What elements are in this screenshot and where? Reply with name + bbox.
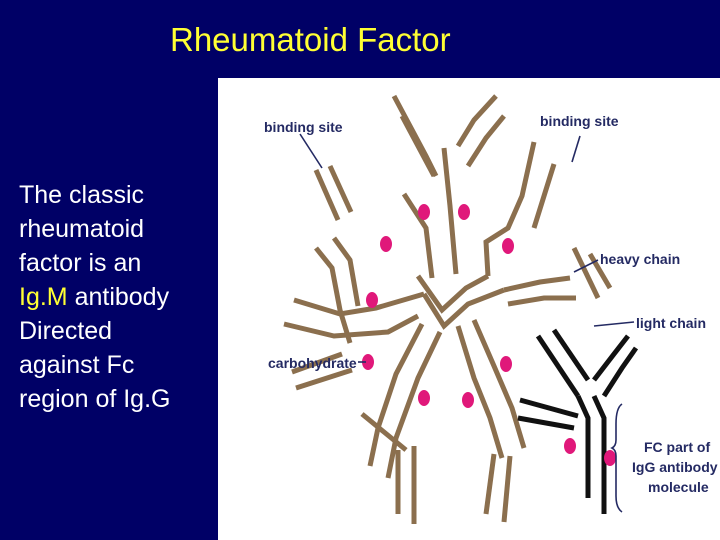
slide-title: Rheumatoid Factor	[170, 21, 451, 58]
carbohydrate-dot	[604, 450, 616, 466]
carbohydrate-dot	[500, 356, 512, 372]
binding-site-right-label: binding site	[540, 113, 619, 129]
igm-heavy-chain	[415, 273, 490, 314]
igm-heavy-chain	[455, 325, 505, 459]
igm-heavy-chain	[471, 319, 527, 449]
carbohydrate-dot	[458, 204, 470, 220]
igm-heavy-chain	[441, 147, 459, 275]
light-chain-label: light chain	[636, 315, 706, 331]
body-text-line: Ig.M antibody	[19, 280, 209, 314]
body-text-line: The classic	[19, 181, 145, 209]
igm-pentamer	[283, 94, 613, 524]
igg-heavy-chain	[601, 346, 639, 398]
carbohydrate-dot	[418, 390, 430, 406]
heavy-chain-label: heavy chain	[600, 251, 680, 267]
igm-light-chain	[313, 168, 341, 222]
carbohydrate-dot	[366, 292, 378, 308]
carbohydrate-dot	[362, 354, 374, 370]
carbohydrate-dot	[502, 238, 514, 254]
carbohydrate-dot	[418, 204, 430, 220]
igm-heavy-chain	[283, 313, 420, 339]
body-text-line: against Fc	[19, 351, 135, 379]
body-text-line: rheumatoid	[19, 215, 145, 243]
igg-heavy-chain	[575, 394, 591, 498]
igg-molecule	[517, 328, 639, 514]
igm-heavy-chain	[331, 236, 361, 307]
heavy-chain-pointer	[573, 259, 599, 273]
body-text-line: region of Ig.G	[19, 385, 171, 413]
igm-light-chain	[465, 114, 506, 168]
binding-site-left-label: binding site	[264, 119, 343, 135]
igm-heavy-chain	[455, 94, 498, 148]
fc-part-bracket	[610, 403, 623, 513]
carbohydrate-dot	[380, 236, 392, 252]
igg-heavy-chain	[592, 334, 630, 382]
igm-heavy-chain	[385, 330, 443, 479]
igg-light-chain	[517, 415, 575, 431]
igm-light-chain	[360, 412, 408, 452]
igg-heavy-chain	[591, 394, 607, 514]
fc-part-label-line1: FC part of	[644, 439, 710, 455]
fc-part-label-line2: IgG antibody	[632, 459, 718, 475]
igm-light-chain	[587, 252, 613, 290]
igg-heavy-chain	[535, 334, 581, 398]
carbohydrate-dot	[564, 438, 576, 454]
igm-light-chain	[291, 351, 343, 375]
light-chain-pointer	[593, 321, 635, 327]
binding-site-right-pointer	[571, 135, 581, 163]
carbohydrate-label: carbohydrate	[268, 355, 357, 371]
body-text-line: Directed	[19, 317, 113, 345]
igm-heavy-chain	[401, 192, 435, 279]
igm-heavy-chain	[507, 295, 576, 307]
igm-heavy-chain	[421, 287, 505, 330]
carbohydrate-dots	[362, 204, 616, 466]
igg-light-chain	[519, 397, 579, 419]
igm-heavy-chain	[367, 322, 425, 467]
fc-part-label-line3: molecule	[648, 479, 709, 495]
body-text-line: factor is an	[19, 249, 142, 277]
igm-heavy-chain	[483, 141, 537, 277]
igg-heavy-chain	[551, 328, 591, 382]
igm-light-chain	[399, 114, 437, 178]
body-text-fragment: antibody	[67, 283, 170, 311]
binding-site-left-pointer	[299, 133, 323, 169]
igm-light-chain	[571, 246, 601, 300]
igm-light-chain	[295, 367, 353, 391]
igm-light-chain	[531, 163, 557, 229]
body-text: The classic rheumatoid factor is an Ig.M…	[19, 178, 209, 416]
carbohydrate-dot	[462, 392, 474, 408]
igm-heavy-chain	[293, 291, 425, 317]
igm-light-chain	[501, 455, 513, 523]
antibody-diagram: binding site binding site heavy chain li…	[218, 78, 720, 540]
igm-light-chain	[327, 164, 354, 214]
igm-light-chain	[483, 453, 497, 515]
igm-heavy-chain	[314, 246, 353, 344]
leader-lines	[299, 133, 635, 513]
igm-heavy-chain	[503, 275, 571, 293]
igm-highlight: Ig.M	[19, 283, 68, 311]
